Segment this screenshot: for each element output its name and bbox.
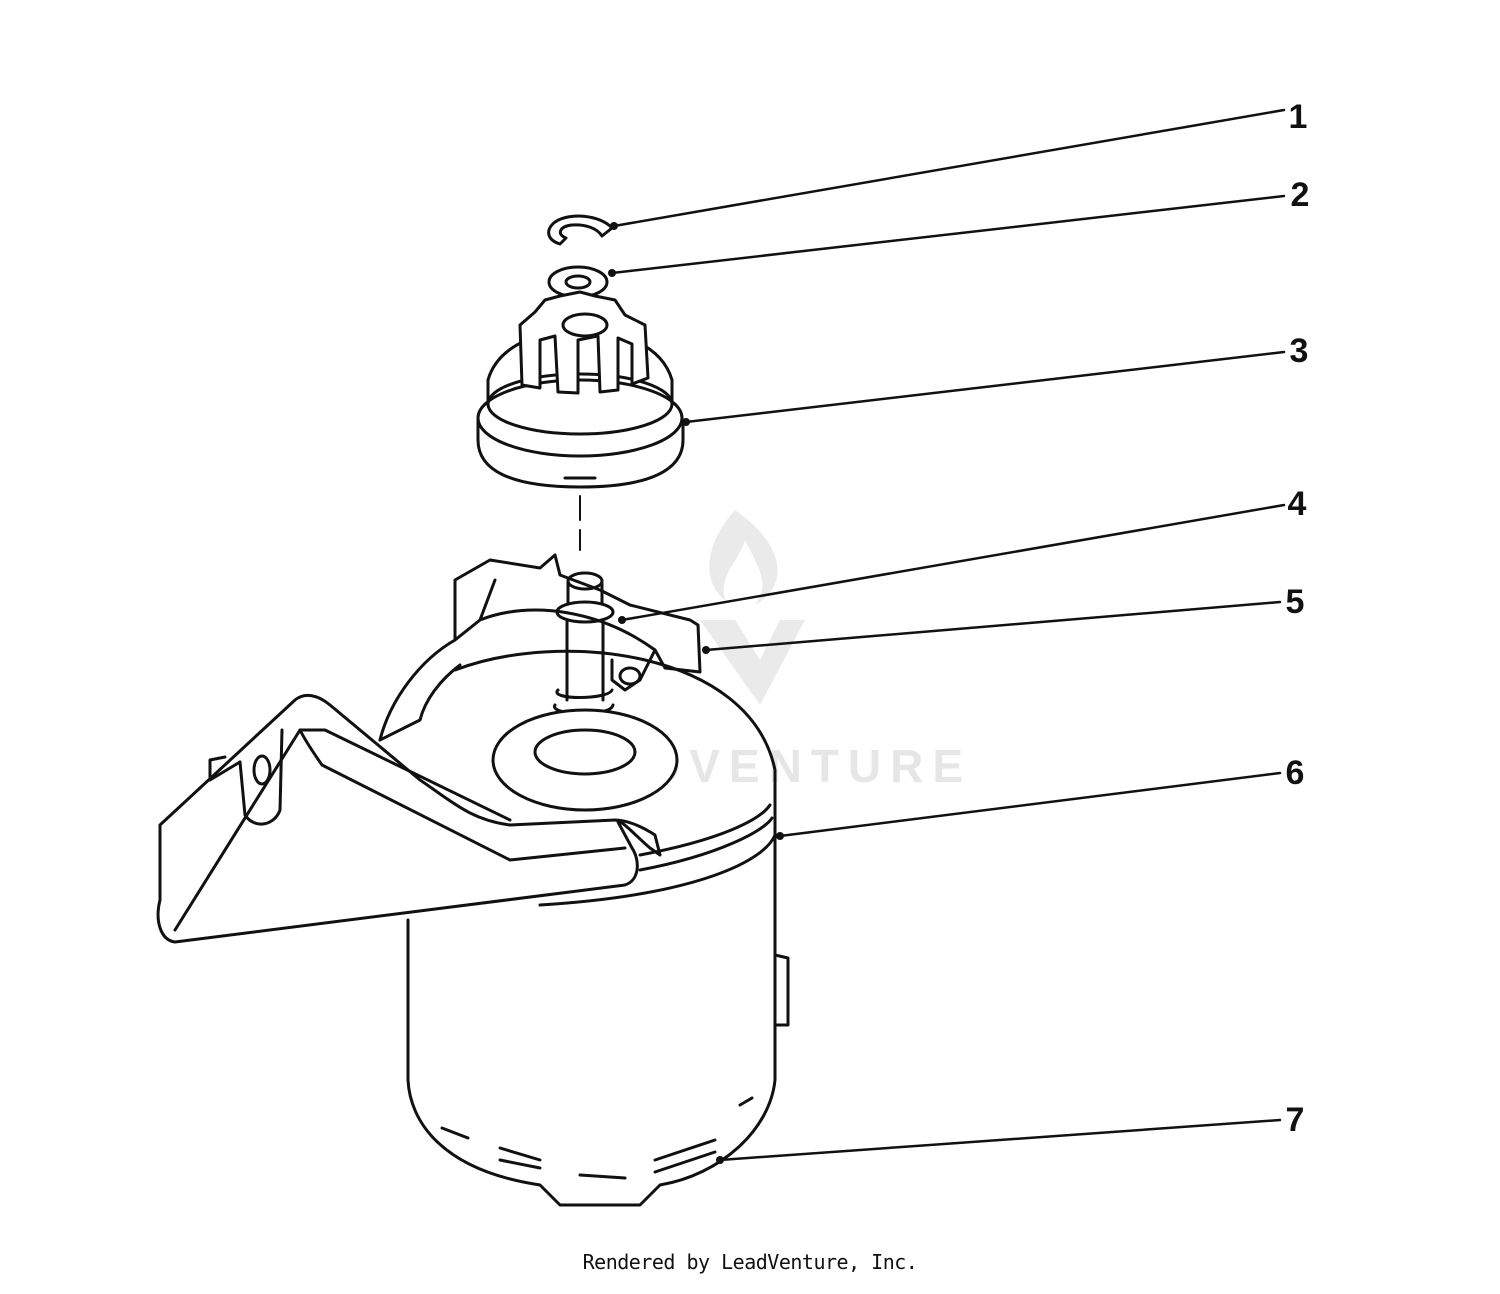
- motor-vent-slots: [440, 1096, 754, 1180]
- leader-dots: [608, 222, 784, 1164]
- leader-lines: [610, 108, 1286, 1162]
- part-pinion-gear: [476, 290, 685, 489]
- callout-2: 2: [1291, 176, 1310, 214]
- callout-4: 4: [1288, 485, 1307, 523]
- callout-5: 5: [1286, 583, 1305, 621]
- footer-credit: Rendered by LeadVenture, Inc.: [582, 1250, 918, 1274]
- callout-6: 6: [1286, 754, 1305, 792]
- watermark-logo-icon: [700, 510, 805, 705]
- part-washer: [547, 265, 609, 299]
- callout-numbers: 1 2 3 4 5 6 7: [1286, 98, 1310, 1139]
- part-starter-motor: [406, 649, 790, 1207]
- callout-1: 1: [1289, 98, 1308, 136]
- callout-3: 3: [1290, 332, 1309, 370]
- callout-7: 7: [1286, 1101, 1305, 1139]
- part-e-clip: [547, 214, 614, 246]
